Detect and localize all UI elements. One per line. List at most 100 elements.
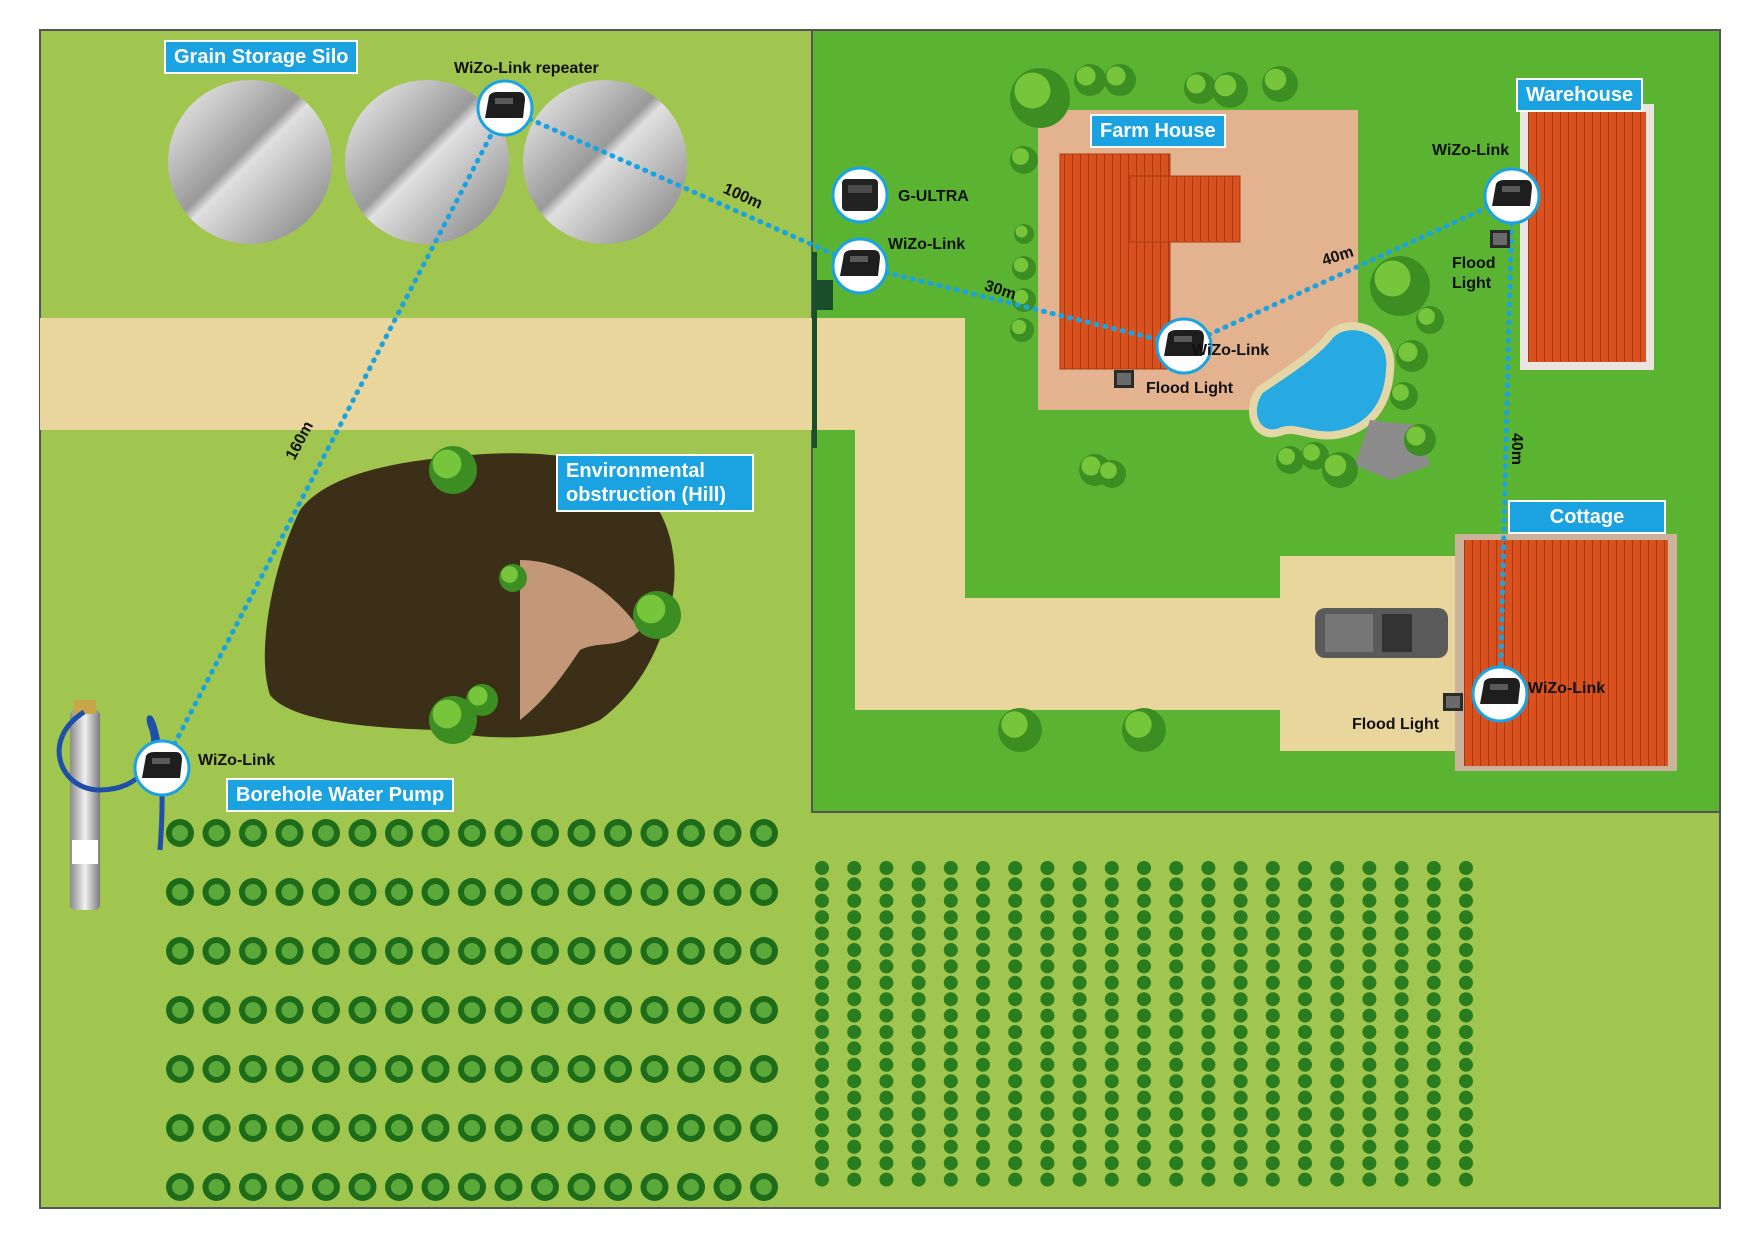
crop-plant-icon bbox=[1459, 893, 1473, 908]
crop-plant-icon bbox=[1233, 992, 1248, 1007]
shrub-icon bbox=[429, 696, 477, 744]
crop-plant-icon bbox=[1426, 992, 1441, 1007]
crop-plant-icon bbox=[879, 861, 894, 875]
crop-plant-icon bbox=[1072, 877, 1087, 892]
crop-plant-icon bbox=[1265, 1041, 1280, 1056]
dirt-road bbox=[40, 318, 1455, 751]
crop-plant-icon bbox=[1394, 975, 1409, 990]
crop-plant-icon bbox=[713, 996, 742, 1024]
crop-plant-icon bbox=[1008, 910, 1023, 925]
crop-plant-icon bbox=[1104, 1074, 1119, 1089]
shrub-icon bbox=[1010, 68, 1070, 128]
crop-plant-icon bbox=[1201, 943, 1216, 957]
crop-plant-icon bbox=[1169, 1090, 1184, 1105]
shrub-icon bbox=[1014, 224, 1034, 244]
crop-plant-icon bbox=[1040, 1025, 1055, 1039]
crop-plant-icon bbox=[604, 1173, 632, 1201]
shrub-icon bbox=[1404, 424, 1436, 456]
crop-plant-icon bbox=[911, 877, 926, 892]
gultra-label: G-ULTRA bbox=[898, 188, 969, 205]
crop-plant-icon bbox=[1137, 1025, 1151, 1039]
crop-plant-icon bbox=[604, 1114, 632, 1142]
crop-plant-icon bbox=[640, 1114, 669, 1142]
crop-plant-icon bbox=[1394, 1074, 1409, 1089]
crop-plant-icon bbox=[1298, 910, 1312, 925]
crop-plant-icon bbox=[1394, 1123, 1409, 1138]
crop-plant-icon bbox=[1426, 910, 1441, 925]
crop-plant-icon bbox=[815, 959, 829, 974]
crop-plant-icon bbox=[1233, 877, 1248, 892]
crop-plant-icon bbox=[911, 1123, 926, 1138]
crop-plant-icon bbox=[976, 1123, 990, 1138]
crop-plant-icon bbox=[943, 1008, 958, 1023]
crop-plant-icon bbox=[879, 1074, 894, 1089]
crop-plant-icon bbox=[1008, 877, 1023, 892]
crop-plant-icon bbox=[815, 1057, 829, 1072]
gate-box bbox=[815, 280, 833, 310]
crop-plant-icon bbox=[640, 1055, 669, 1083]
crop-plant-icon bbox=[1426, 1090, 1441, 1105]
crop-plant-icon bbox=[911, 1008, 926, 1023]
crop-plant-icon bbox=[976, 877, 990, 892]
crop-plant-icon bbox=[1362, 1090, 1377, 1105]
crop-plant-icon bbox=[1394, 926, 1409, 941]
wizo-link-device-repeater bbox=[476, 79, 534, 137]
crop-plant-icon bbox=[1008, 1107, 1023, 1121]
crop-plant-icon bbox=[1169, 1107, 1184, 1121]
crop-plant-icon bbox=[1233, 959, 1248, 974]
crop-plant-icon bbox=[166, 937, 194, 965]
crop-plant-icon bbox=[348, 1173, 377, 1201]
crop-plant-icon bbox=[1330, 1090, 1345, 1105]
crop-plant-icon bbox=[1362, 893, 1377, 908]
crop-plant-icon bbox=[1008, 1172, 1023, 1187]
crop-plant-icon bbox=[1330, 1041, 1345, 1056]
crop-plant-icon bbox=[976, 992, 990, 1007]
crop-plant-icon bbox=[1298, 975, 1312, 990]
crop-plant-icon bbox=[750, 819, 778, 847]
crop-plant-icon bbox=[847, 1123, 862, 1138]
crop-plant-icon bbox=[1137, 861, 1151, 875]
crop-plant-icon bbox=[1169, 910, 1184, 925]
wizo-link-device-gate bbox=[831, 237, 889, 295]
crop-plant-icon bbox=[1104, 893, 1119, 908]
crop-plant-icon bbox=[1362, 992, 1377, 1007]
crop-plant-icon bbox=[202, 878, 231, 906]
crop-plant-icon bbox=[1459, 992, 1473, 1007]
warehouse-building bbox=[1520, 104, 1654, 370]
crop-plant-icon bbox=[1265, 1139, 1280, 1154]
crop-plant-icon bbox=[348, 996, 377, 1024]
crop-plant-icon bbox=[1040, 1172, 1055, 1187]
crop-plant-icon bbox=[1104, 975, 1119, 990]
house-light-label: Flood Light bbox=[1146, 380, 1234, 397]
flood-lights bbox=[1114, 230, 1510, 711]
crop-plant-icon bbox=[1426, 1025, 1441, 1039]
crop-plant-icon bbox=[1394, 959, 1409, 974]
crop-plant-icon bbox=[976, 1156, 990, 1171]
crop-plant-icon bbox=[567, 1114, 596, 1142]
crop-plant-icon bbox=[312, 819, 340, 847]
crop-plant-icon bbox=[166, 1055, 194, 1083]
crop-plant-icon bbox=[976, 975, 990, 990]
crop-plant-icon bbox=[1072, 1074, 1087, 1089]
crop-plant-icon bbox=[1104, 1156, 1119, 1171]
wizo-link-device-cottage bbox=[1471, 665, 1529, 723]
crop-plant-icon bbox=[1362, 975, 1377, 990]
crop-plant-icon bbox=[1169, 975, 1184, 990]
crop-plant-icon bbox=[1008, 926, 1023, 941]
flood-light-icon bbox=[1114, 370, 1134, 388]
crop-plant-icon bbox=[911, 1172, 926, 1187]
pump-link-label: WiZo-Link bbox=[198, 752, 276, 769]
crop-plant-icon bbox=[1362, 910, 1377, 925]
crop-plant-icon bbox=[348, 878, 377, 906]
crop-plant-icon bbox=[911, 1090, 926, 1105]
crop-plant-icon bbox=[458, 1173, 486, 1201]
crop-plant-icon bbox=[976, 1025, 990, 1039]
crop-plant-icon bbox=[1265, 1172, 1280, 1187]
crop-plant-icon bbox=[1008, 992, 1023, 1007]
crop-plant-icon bbox=[385, 1114, 413, 1142]
crop-plant-icon bbox=[1040, 861, 1055, 875]
crop-plant-icon bbox=[847, 959, 862, 974]
crop-plant-icon bbox=[348, 819, 377, 847]
crop-plant-icon bbox=[1394, 1107, 1409, 1121]
